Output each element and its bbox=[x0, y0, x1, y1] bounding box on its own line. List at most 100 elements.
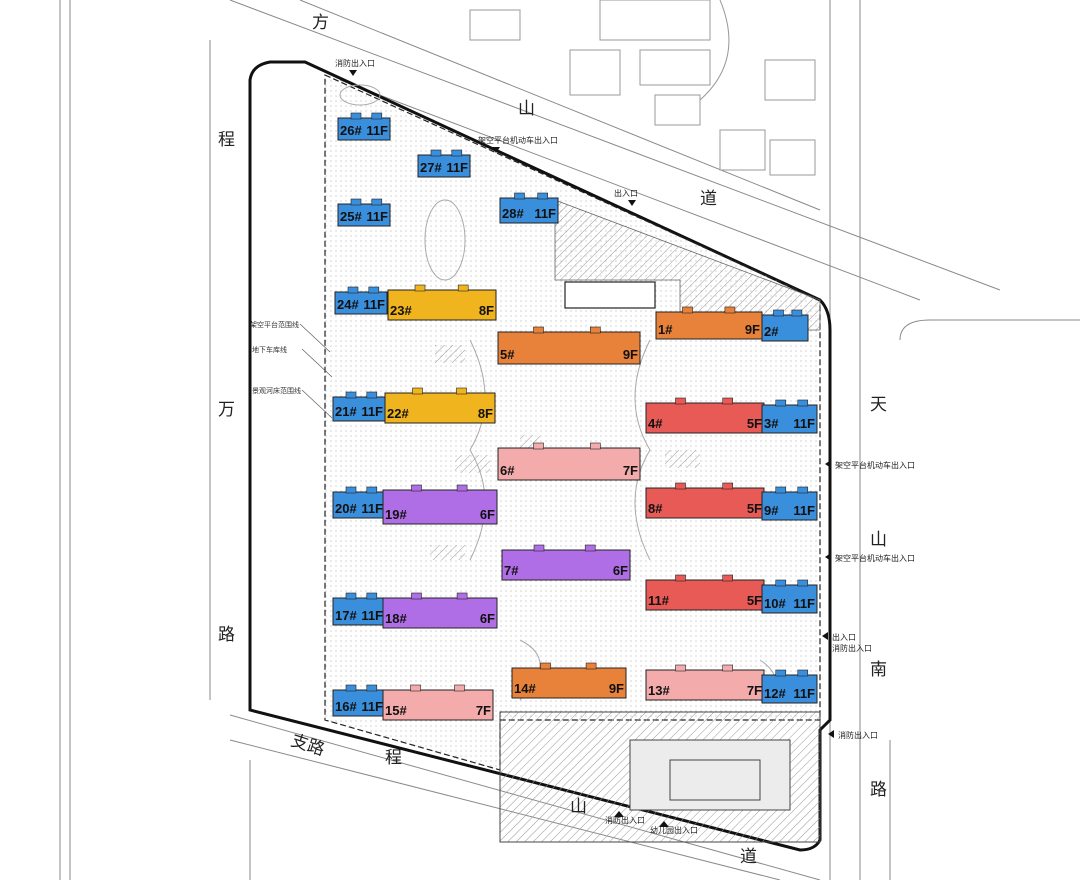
building-footprint bbox=[761, 491, 818, 521]
building-2[interactable]: 2# bbox=[761, 309, 809, 342]
building-16[interactable]: 16#11F bbox=[332, 684, 386, 717]
building-3[interactable]: 3#11F bbox=[761, 399, 818, 434]
building-7[interactable]: 7# 6F bbox=[501, 544, 631, 581]
entrance-arrow-icon bbox=[659, 821, 669, 827]
building-22[interactable]: 22# 8F bbox=[384, 387, 496, 424]
entrance-label: 消防出入口 bbox=[838, 730, 878, 740]
building-1[interactable]: 1#9F bbox=[655, 306, 763, 340]
building-24[interactable]: 24#11F bbox=[334, 286, 388, 315]
road-name-label: 道 bbox=[740, 847, 757, 867]
building-number: 15# bbox=[385, 703, 407, 718]
building-footprint bbox=[382, 689, 494, 721]
building-floors: 8F bbox=[478, 406, 493, 421]
legend-note: 景观河床范围线 bbox=[252, 386, 301, 395]
building-core bbox=[414, 284, 426, 292]
building-12[interactable]: 12# 11F bbox=[761, 669, 818, 704]
building-footprint bbox=[501, 549, 631, 581]
building-25[interactable]: 25#11F bbox=[337, 198, 391, 227]
building-core bbox=[675, 574, 686, 582]
building-number: 7# bbox=[504, 563, 519, 578]
building-floors: 11F bbox=[361, 404, 383, 419]
road-name-label: 山 bbox=[870, 530, 887, 550]
building-footprint bbox=[382, 489, 498, 525]
building-10[interactable]: 10# 11F bbox=[761, 579, 818, 614]
building-core bbox=[722, 397, 734, 405]
building-core bbox=[456, 592, 468, 600]
building-core bbox=[775, 399, 787, 407]
building-18[interactable]: 18#6F bbox=[382, 592, 498, 629]
building-core bbox=[722, 482, 734, 490]
building-number: 28# bbox=[502, 206, 524, 221]
building-number: 10# bbox=[764, 596, 786, 611]
building-14[interactable]: 14#9F bbox=[511, 662, 627, 699]
building-floors: 11F bbox=[793, 596, 815, 611]
building-core bbox=[345, 684, 357, 692]
building-26[interactable]: 26#11F bbox=[337, 112, 391, 141]
building-floors: 7F bbox=[747, 683, 762, 698]
building-20[interactable]: 20# 11F bbox=[332, 486, 386, 519]
building-core bbox=[682, 306, 693, 314]
building-core bbox=[451, 149, 463, 157]
building-6[interactable]: 6#7F bbox=[497, 442, 641, 481]
road-name-label: 程 bbox=[218, 130, 235, 150]
road-name-label: 山 bbox=[518, 99, 535, 119]
building-footprint bbox=[655, 311, 763, 340]
building-number: 16# bbox=[335, 699, 357, 714]
building-floors: 5F bbox=[747, 593, 762, 608]
building-13[interactable]: 13# 7F bbox=[645, 664, 765, 701]
building-core bbox=[366, 391, 378, 399]
building-core bbox=[540, 662, 551, 670]
north-neighbourhood bbox=[469, 0, 816, 176]
building-number: 23# bbox=[390, 303, 412, 318]
building-number: 20# bbox=[335, 501, 357, 516]
building-footprint bbox=[417, 154, 471, 178]
building-footprint bbox=[645, 487, 765, 519]
building-27[interactable]: 27#11F bbox=[417, 149, 471, 178]
building-number: 12# bbox=[764, 686, 786, 701]
entrance-label: 消防出入口 bbox=[335, 58, 375, 68]
building-floors: 6F bbox=[613, 563, 628, 578]
leader-line bbox=[299, 323, 331, 353]
road-name-label: 支路 bbox=[288, 731, 327, 761]
building-28[interactable]: 28#11F bbox=[499, 192, 559, 224]
building-footprint bbox=[497, 447, 641, 481]
building-9[interactable]: 9#11F bbox=[761, 486, 818, 521]
road-name-label: 山 bbox=[570, 797, 587, 817]
building-core bbox=[589, 442, 601, 450]
building-floors: 5F bbox=[747, 501, 762, 516]
building-core bbox=[454, 684, 465, 692]
building-core bbox=[533, 544, 545, 552]
building-number: 22# bbox=[387, 406, 409, 421]
building-core bbox=[371, 198, 383, 206]
building-footprint bbox=[761, 674, 818, 704]
building-number: 13# bbox=[648, 683, 670, 698]
building-core bbox=[411, 484, 422, 492]
building-number: 17# bbox=[335, 608, 357, 623]
building-footprint bbox=[384, 392, 496, 424]
building-core bbox=[675, 397, 686, 405]
road-name-label: 路 bbox=[218, 625, 235, 645]
building-number: 21# bbox=[335, 404, 357, 419]
building-core bbox=[366, 592, 378, 600]
building-19[interactable]: 19#6F bbox=[382, 484, 498, 525]
building-17[interactable]: 17#11F bbox=[332, 592, 386, 626]
building-23[interactable]: 23#8F bbox=[387, 284, 497, 321]
building-number: 25# bbox=[340, 209, 362, 224]
building-number: 26# bbox=[340, 123, 362, 138]
building-11[interactable]: 11#5F bbox=[645, 574, 765, 611]
building-footprint bbox=[387, 289, 497, 321]
entrance-label: 架空平台机动车出入口 bbox=[835, 553, 915, 563]
building-15[interactable]: 15#7F bbox=[382, 684, 494, 721]
building-core bbox=[675, 482, 686, 490]
building-floors: 11F bbox=[793, 686, 815, 701]
building-8[interactable]: 8#5F bbox=[645, 482, 765, 519]
entrance-label: 出入口 bbox=[614, 188, 638, 198]
building-21[interactable]: 21# 11F bbox=[332, 391, 386, 422]
building-floors: 11F bbox=[361, 501, 383, 516]
building-footprint bbox=[332, 396, 386, 422]
building-4[interactable]: 4#5F bbox=[645, 397, 765, 434]
building-5[interactable]: 5#9F bbox=[497, 326, 641, 365]
building-footprint bbox=[382, 597, 498, 629]
building-number: 18# bbox=[385, 611, 407, 626]
